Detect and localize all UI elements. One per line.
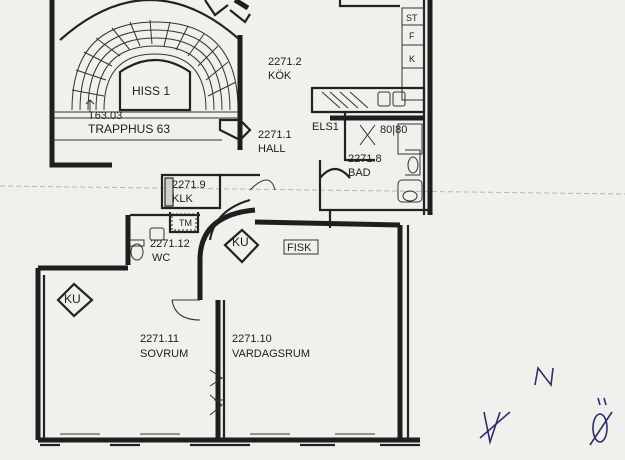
ku-label-hall: KU (232, 235, 249, 249)
bath-code: 2271.8 (348, 153, 382, 165)
closet-name: KLK (172, 193, 193, 205)
upper-walls (218, 0, 433, 215)
kitchen-code: 2271.2 (268, 56, 302, 68)
handwritten-mark-right (589, 397, 613, 446)
closet-wc-walls (125, 173, 256, 300)
living-room-name: VARDAGSRUM (232, 348, 310, 360)
ku-box-bedroom (56, 282, 94, 318)
closet-code: 2271.9 (172, 179, 206, 191)
living-room-code: 2271.10 (232, 333, 272, 345)
bedroom-name: SOVRUM (140, 348, 188, 360)
fisk-label: FISK (287, 242, 312, 254)
lower-walls (35, 210, 420, 447)
bedroom-code: 2271.11 (140, 333, 179, 345)
cabinet-label-st: ST (406, 13, 418, 23)
elevator-label: HISS 1 (132, 84, 170, 98)
wc-code: 2271.12 (150, 238, 190, 250)
fisk-box (283, 239, 319, 255)
door-dimension-label: 80|80 (380, 124, 407, 136)
handwritten-mark-left (479, 411, 511, 446)
stairwell-name: TRAPPHUS 63 (88, 122, 170, 136)
wc-name: WC (152, 252, 170, 264)
ku-label-bedroom: KU (64, 292, 81, 306)
cabinet-label-f: F (409, 31, 415, 41)
stairwell (49, 0, 400, 168)
kitchen-name: KÖK (268, 70, 292, 82)
hall-name: HALL (258, 143, 286, 155)
handwritten-north-arrow (534, 366, 554, 388)
paper-fold-line (0, 185, 625, 195)
hall-code: 2271.1 (258, 129, 292, 141)
closet-tm-label: TM (179, 218, 192, 228)
bath-name: BAD (348, 167, 371, 179)
electrical-label: ELS1 (312, 121, 339, 133)
stairwell-code: T63.03 (88, 110, 122, 122)
ku-box-hall (223, 228, 260, 264)
cabinet-label-k: K (409, 54, 415, 64)
